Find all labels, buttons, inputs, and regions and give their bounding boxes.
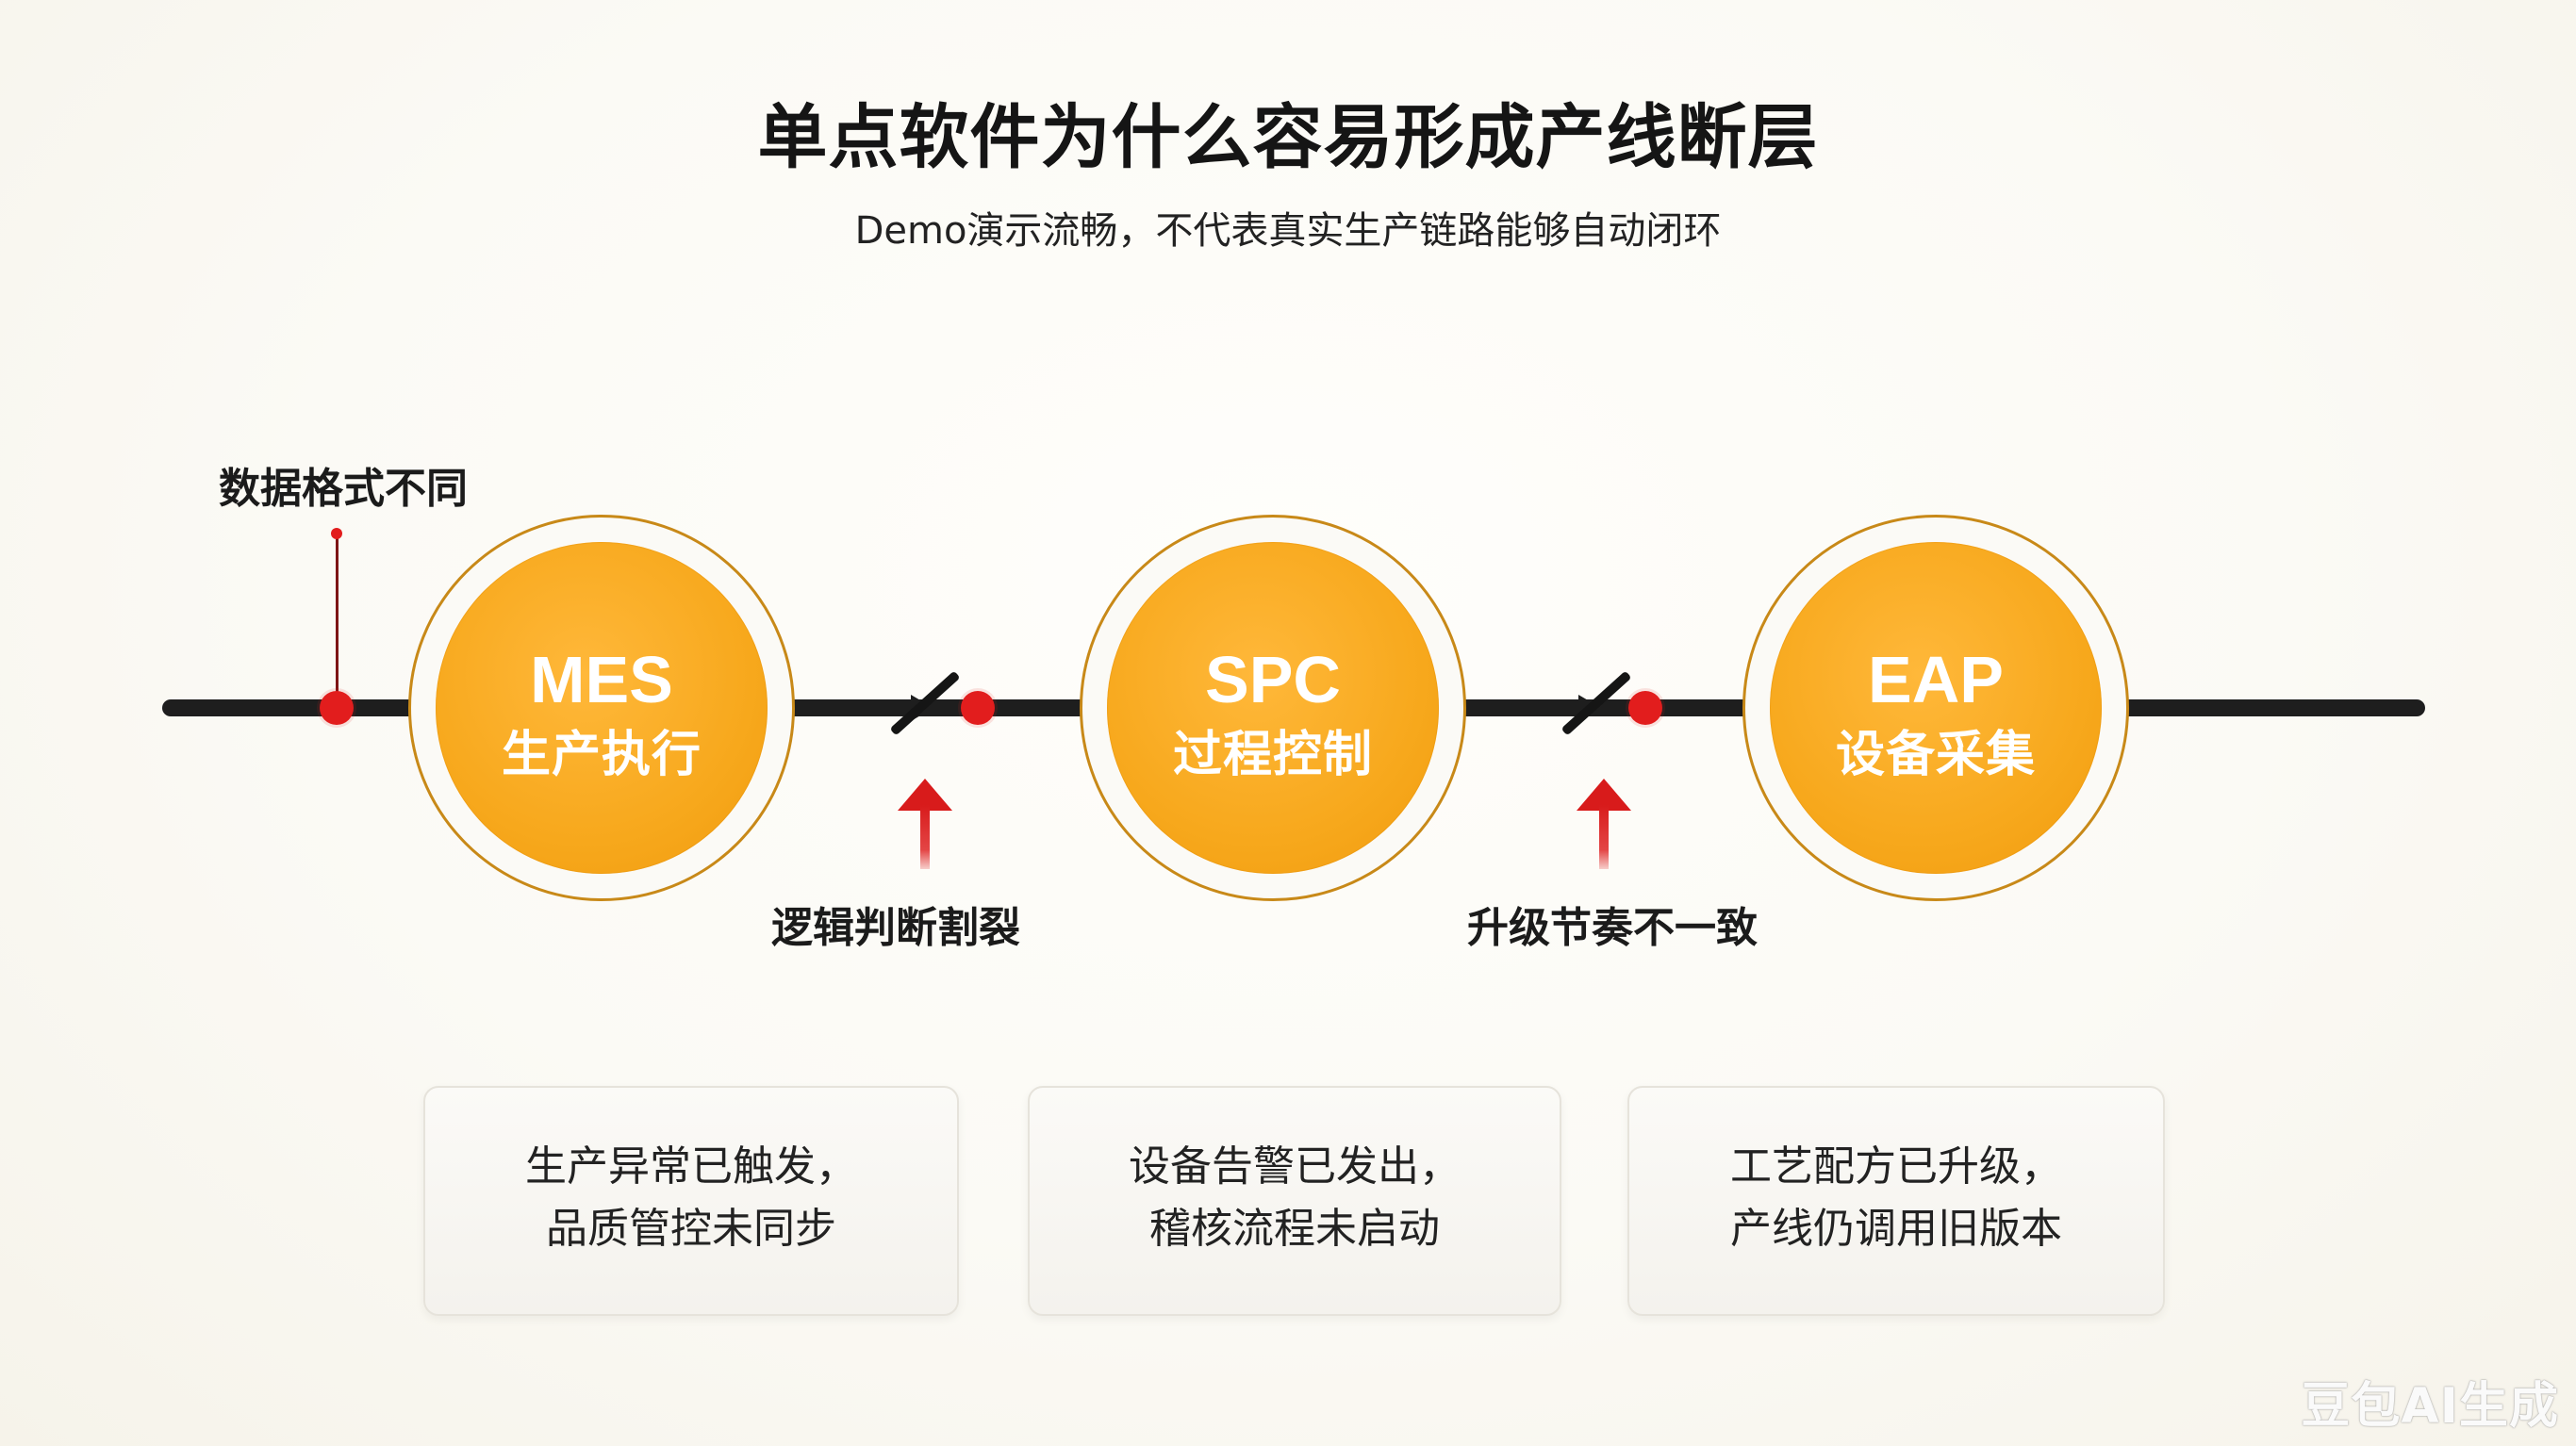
card-text-line: 品质管控未同步 bbox=[546, 1205, 836, 1253]
node-eap: EAP 设备采集 bbox=[1742, 515, 2129, 901]
node-eap-code: EAP bbox=[1868, 643, 2004, 716]
issue-data-format-label: 数据格式不同 bbox=[219, 465, 468, 513]
node-spc-code: SPC bbox=[1205, 643, 1341, 716]
arrow-up-icon bbox=[898, 779, 952, 869]
node-mes: MES 生产执行 bbox=[408, 515, 795, 901]
card-text-line: 工艺配方已升级， bbox=[1730, 1142, 2062, 1191]
card-text-line: 产线仍调用旧版本 bbox=[1730, 1205, 2062, 1253]
issue-pointer-line bbox=[336, 534, 339, 703]
card-production-exception: 生产异常已触发， 品质管控未同步 bbox=[423, 1086, 959, 1316]
card-text-line: 生产异常已触发， bbox=[525, 1142, 857, 1191]
break-upgrade-dot bbox=[1628, 691, 1662, 725]
node-mes-code: MES bbox=[530, 643, 673, 716]
card-recipe-upgrade: 工艺配方已升级， 产线仍调用旧版本 bbox=[1627, 1086, 2165, 1316]
node-eap-label: 设备采集 bbox=[1835, 727, 2036, 783]
page-subtitle: Demo演示流畅，不代表真实生产链路能够自动闭环 bbox=[854, 209, 1722, 253]
node-mes-core: MES 生产执行 bbox=[436, 542, 768, 874]
watermark: 豆包AI生成 bbox=[2301, 1378, 2559, 1435]
node-eap-core: EAP 设备采集 bbox=[1770, 542, 2102, 874]
page-title: 单点软件为什么容易形成产线断层 bbox=[757, 97, 1819, 178]
issue-logic-split-label: 逻辑判断割裂 bbox=[771, 904, 1020, 952]
node-spc-label: 过程控制 bbox=[1172, 727, 1373, 783]
card-text-line: 稽核流程未启动 bbox=[1149, 1205, 1440, 1253]
card-equipment-alarm: 设备告警已发出， 稽核流程未启动 bbox=[1028, 1086, 1561, 1316]
node-spc: SPC 过程控制 bbox=[1080, 515, 1466, 901]
issue-upgrade-rhythm-label: 升级节奏不一致 bbox=[1467, 904, 1758, 952]
card-text-line: 设备告警已发出， bbox=[1129, 1142, 1461, 1191]
break-logic-dot bbox=[961, 691, 995, 725]
arrow-up-icon bbox=[1577, 779, 1631, 869]
issue-pointer-dot bbox=[331, 528, 342, 539]
issue-data-format-dot bbox=[320, 691, 354, 725]
node-mes-label: 生产执行 bbox=[501, 727, 702, 783]
node-spc-core: SPC 过程控制 bbox=[1107, 542, 1439, 874]
